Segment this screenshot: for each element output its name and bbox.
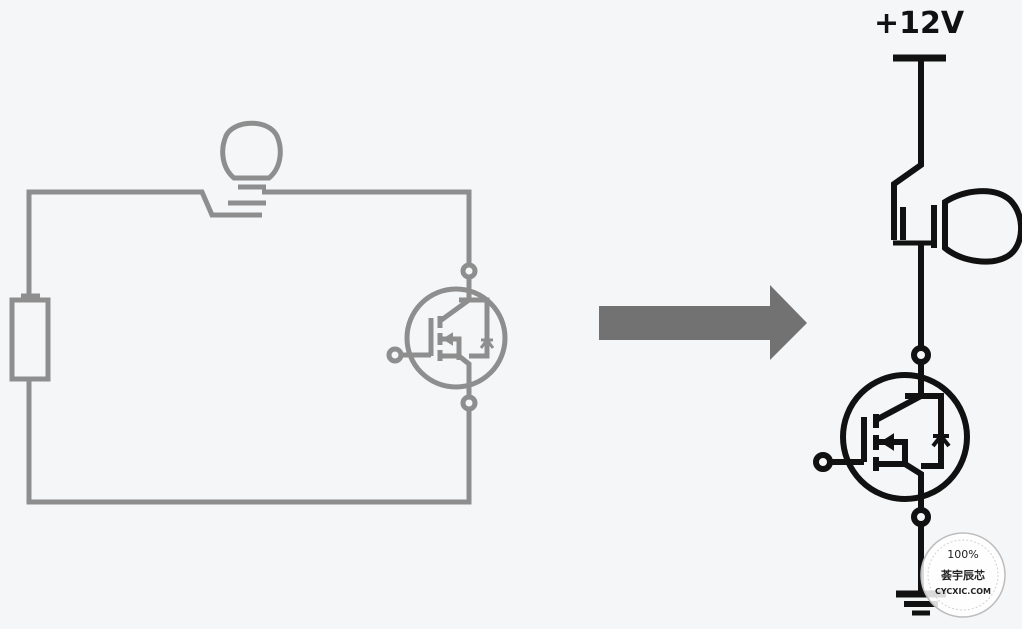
left-bulb-icon: [220, 120, 283, 190]
watermark-bottom-text: CYCXIC.COM: [935, 587, 991, 596]
supply-voltage-label: +12V: [874, 6, 965, 41]
left-circuit: [9, 120, 508, 505]
watermark-top-text: 100%: [947, 548, 978, 561]
right-top-wire: [891, 58, 924, 240]
watermark-seal: 100% 荟宇辰芯 CYCXIC.COM: [920, 532, 1006, 618]
left-bottom-wire: [26, 379, 472, 505]
left-top-wire-right: [262, 189, 472, 270]
right-circuit: [813, 54, 1022, 616]
left-top-wire: [26, 189, 262, 297]
right-bulb-icon: [931, 188, 1022, 265]
transform-arrow-icon: [599, 285, 807, 360]
left-mosfet-icon: [386, 262, 508, 412]
watermark-middle-text: 荟宇辰芯: [940, 568, 985, 582]
